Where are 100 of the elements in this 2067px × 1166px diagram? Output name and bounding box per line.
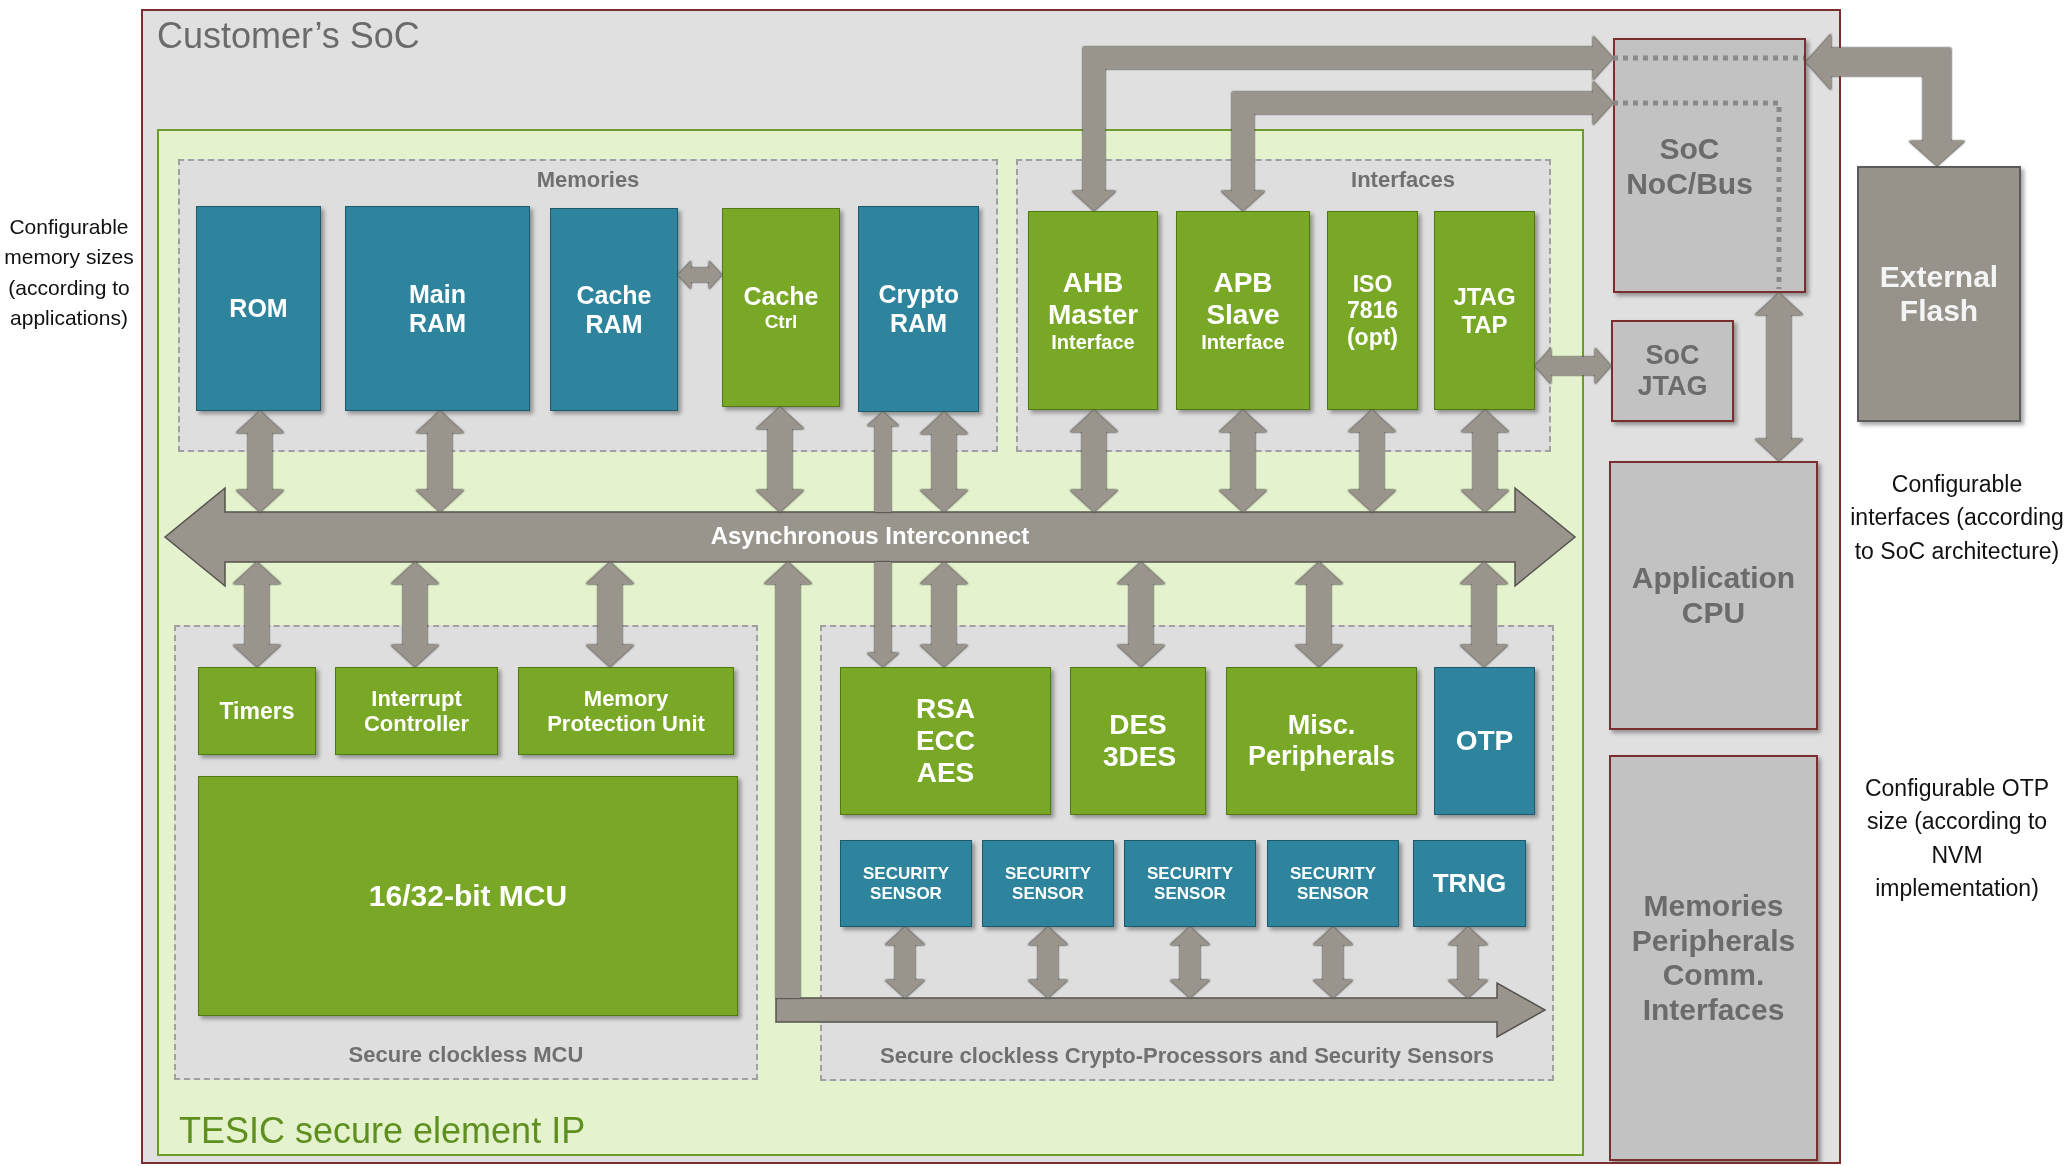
interconnect-arrow bbox=[165, 488, 1575, 586]
component-block bbox=[198, 667, 316, 755]
bus-arrow bbox=[920, 412, 968, 512]
bus-arrow bbox=[1170, 927, 1210, 998]
block-label: Memories Peripherals Comm. Interfaces bbox=[1630, 889, 1797, 1027]
component-block bbox=[196, 206, 321, 411]
bus-arrow bbox=[920, 562, 968, 667]
block-label: Timers bbox=[219, 697, 295, 725]
component-block bbox=[550, 208, 678, 411]
group-heading: Memories bbox=[535, 167, 641, 193]
block-label: OTP bbox=[1455, 724, 1514, 758]
component-block bbox=[1124, 840, 1256, 927]
component-block bbox=[722, 208, 840, 407]
block-label: SoC NoC/Bus bbox=[1625, 132, 1754, 201]
component-block bbox=[1070, 667, 1206, 815]
block-label: Interface bbox=[1201, 331, 1285, 355]
block-label: External Flash bbox=[1878, 259, 2000, 329]
sensor-bus-arrow bbox=[776, 983, 1545, 1037]
component-block bbox=[982, 840, 1114, 927]
annotation-note: Configurable OTP size (according to NVM implementation) bbox=[1863, 774, 2051, 904]
block-label: SECURITY SENSOR bbox=[862, 863, 950, 904]
component-block bbox=[1327, 211, 1418, 410]
bus-arrow bbox=[1219, 410, 1267, 512]
block-label: ISO 7816 (opt) bbox=[1345, 270, 1400, 351]
bus-arrow bbox=[867, 412, 899, 512]
bus-arrow bbox=[233, 562, 281, 667]
bus-arrow bbox=[1072, 36, 1613, 211]
group-heading: Secure clockless MCU bbox=[347, 1042, 585, 1068]
group-heading: Interfaces bbox=[1351, 167, 1455, 193]
component-block bbox=[858, 206, 979, 412]
component-block bbox=[1176, 211, 1310, 410]
block-label: Interface bbox=[1051, 331, 1135, 355]
block-label: Interrupt Controller bbox=[362, 685, 471, 737]
container-heading: TESIC secure element IP bbox=[179, 1110, 586, 1152]
soc-block bbox=[1613, 38, 1806, 293]
block-label: Cache bbox=[743, 282, 819, 311]
bus-arrow bbox=[678, 261, 722, 289]
block-label: Crypto RAM bbox=[878, 280, 959, 338]
component-block bbox=[518, 667, 734, 755]
bus-arrow bbox=[1806, 34, 1965, 166]
component-block bbox=[345, 206, 530, 411]
component-block bbox=[335, 667, 498, 755]
block-label: Memory Protection Unit bbox=[546, 685, 706, 737]
block-label: SoC JTAG bbox=[1636, 339, 1709, 403]
block-label: TRNG bbox=[1432, 868, 1507, 899]
block-label: AHB Master bbox=[1048, 266, 1138, 332]
component-block bbox=[840, 667, 1051, 815]
component-block bbox=[1028, 211, 1158, 410]
bus-arrow bbox=[1028, 927, 1068, 998]
container-heading: Customer’s SoC bbox=[157, 15, 420, 57]
component-block bbox=[840, 840, 972, 927]
block-label: JTAG TAP bbox=[1452, 282, 1517, 339]
bus-arrow bbox=[1221, 81, 1613, 211]
bus-arrow bbox=[1755, 293, 1803, 461]
bus-arrow bbox=[867, 562, 899, 667]
soc-block bbox=[1609, 755, 1818, 1161]
ip-container bbox=[157, 129, 1584, 1156]
block-label: Ctrl bbox=[764, 310, 798, 333]
component-block bbox=[198, 776, 738, 1016]
component-block bbox=[1413, 840, 1526, 927]
soc-block bbox=[1611, 320, 1734, 422]
bus-arrow bbox=[1448, 927, 1488, 998]
group-panel bbox=[820, 625, 1554, 1081]
bus-arrow bbox=[391, 562, 439, 667]
bus-arrow bbox=[236, 411, 284, 512]
block-label: RSA ECC AES bbox=[915, 692, 976, 790]
annotation-note: Configurable interfaces (according to SoC architecture) bbox=[1849, 470, 2065, 566]
group-heading: Secure clockless Crypto-Processors and Security Sensors bbox=[879, 1043, 1495, 1069]
group-panel bbox=[1016, 159, 1551, 452]
bus-arrow bbox=[416, 411, 464, 512]
component-block bbox=[1434, 667, 1535, 815]
bus-arrow bbox=[1295, 562, 1343, 667]
soc-container bbox=[141, 9, 1841, 1164]
block-label: SECURITY SENSOR bbox=[1004, 863, 1092, 904]
soc-block bbox=[1609, 461, 1818, 730]
bus-arrow bbox=[764, 562, 812, 998]
component-block bbox=[1226, 667, 1417, 815]
component-block bbox=[1267, 840, 1399, 927]
block-label: Application CPU bbox=[1630, 561, 1797, 630]
block-label: SECURITY SENSOR bbox=[1289, 863, 1377, 904]
group-panel bbox=[178, 159, 998, 452]
interconnect-label: Asynchronous Interconnect bbox=[710, 522, 1030, 550]
bus-arrow bbox=[885, 927, 925, 998]
bus-arrow bbox=[1535, 348, 1611, 384]
bus-arrow bbox=[1348, 410, 1396, 512]
block-label: 16/32-bit MCU bbox=[368, 878, 568, 914]
block-label: Misc. Peripherals bbox=[1246, 709, 1397, 773]
bus-arrow bbox=[1313, 927, 1353, 998]
bus-arrow bbox=[1117, 562, 1165, 667]
external-block bbox=[1857, 166, 2021, 422]
block-label: Cache RAM bbox=[575, 280, 653, 339]
block-label: APB Slave bbox=[1205, 266, 1281, 332]
block-label: Main RAM bbox=[408, 279, 467, 338]
component-block bbox=[1434, 211, 1535, 410]
block-label: SECURITY SENSOR bbox=[1146, 863, 1234, 904]
block-label: DES 3DES bbox=[1103, 708, 1173, 774]
bus-arrow bbox=[1460, 562, 1508, 667]
bus-arrow bbox=[1070, 410, 1118, 512]
block-label: ROM bbox=[229, 294, 288, 323]
bus-arrow bbox=[586, 562, 634, 667]
